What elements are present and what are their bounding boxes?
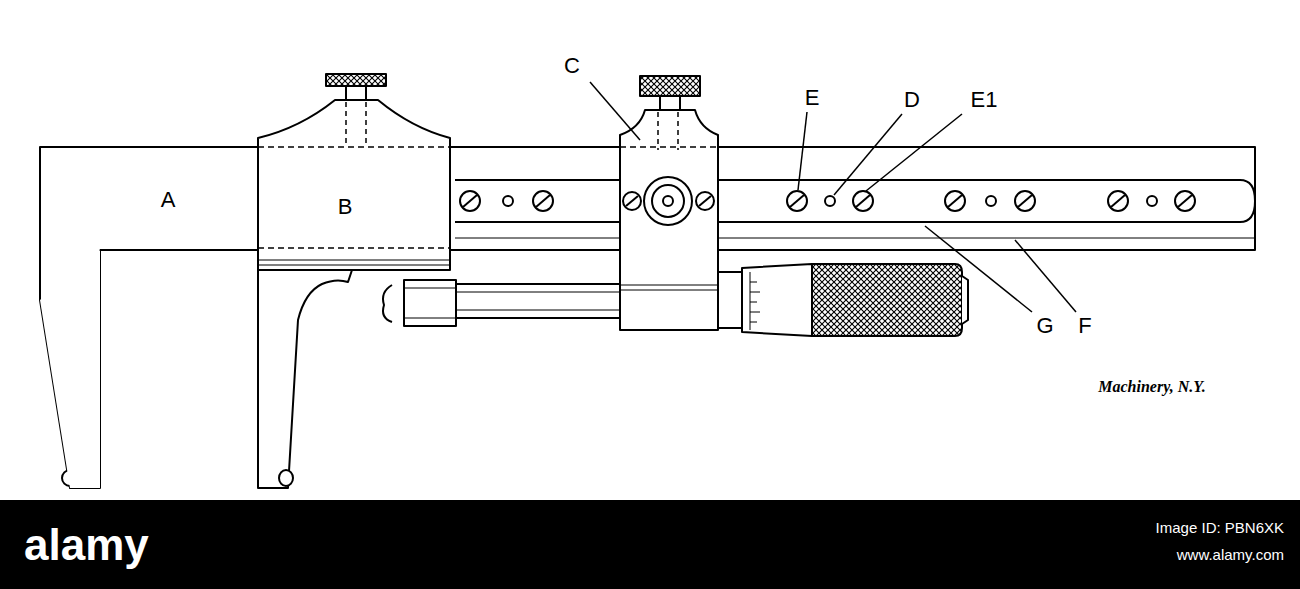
label-text: Image ID: PBN6XK [1154, 520, 1286, 537]
thimble [742, 264, 812, 336]
spindle-end [383, 285, 392, 322]
watermark: Image ID: PBN6XK [1154, 519, 1286, 537]
watermark: alamy [22, 521, 151, 569]
watermark: www.alamy.com [1175, 546, 1286, 564]
scale-strip [455, 180, 1255, 222]
part-letter: B [336, 195, 355, 219]
screws [460, 191, 1195, 211]
label-text: C [562, 54, 582, 78]
micrometer-barrel [456, 284, 620, 318]
label-text: G [1034, 314, 1055, 338]
callout-letter: F [1076, 314, 1093, 338]
beam-edge [455, 238, 1255, 239]
knurled-thimble [812, 264, 962, 336]
callout-letter: E1 [969, 88, 1000, 112]
leader-lines [590, 82, 1076, 312]
clamp-c [620, 110, 718, 330]
watermark-bar [0, 500, 1300, 589]
callout-letter: G [1034, 314, 1055, 338]
label-text: A [159, 188, 178, 212]
label-text: E1 [969, 88, 1000, 112]
part-letter: A [159, 188, 178, 212]
credit-line: Machinery, N.Y. [1096, 378, 1208, 396]
label-text: F [1076, 314, 1093, 338]
label-text: Machinery, N.Y. [1096, 378, 1208, 396]
fixed-jaw [40, 147, 100, 488]
label-text: alamy [22, 521, 151, 569]
label-text: B [336, 195, 355, 219]
label-text: D [902, 88, 922, 112]
sliding-jaw [258, 270, 352, 488]
callout-letter: D [902, 88, 922, 112]
label-text: E [803, 86, 822, 110]
jaw-fill [40, 250, 100, 488]
slider-b [258, 100, 450, 270]
label-text: www.alamy.com [1175, 547, 1286, 564]
callout-letter: E [803, 86, 822, 110]
callout-letter: C [562, 54, 582, 78]
